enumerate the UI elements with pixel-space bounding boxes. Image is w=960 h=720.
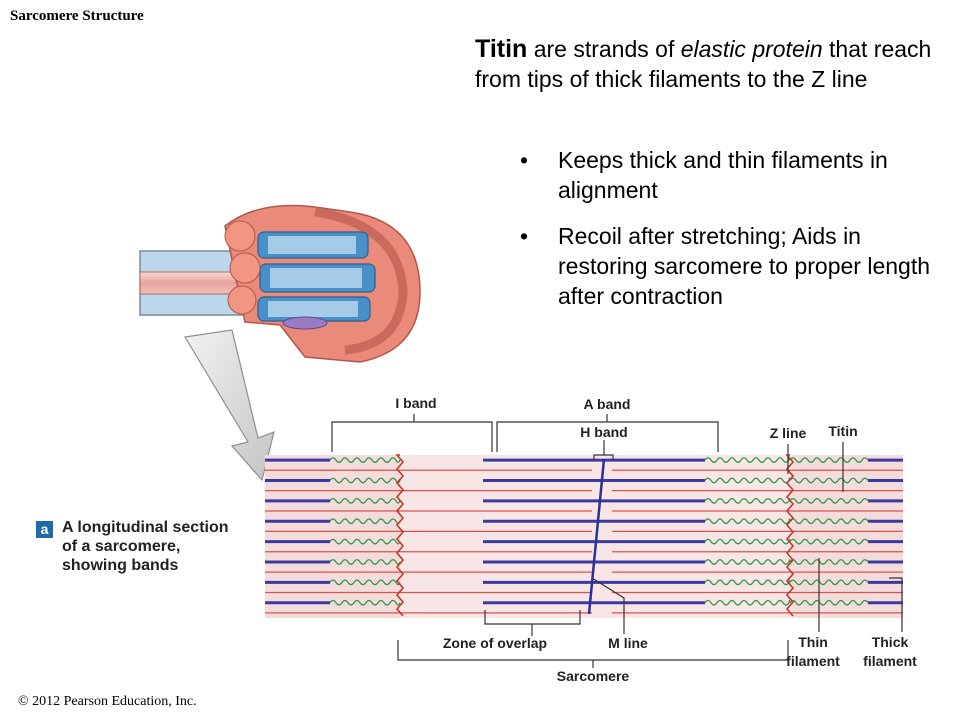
caption-text: A longitudinal section of a sarcomere, s… bbox=[62, 519, 229, 574]
intro-term: Titin bbox=[475, 35, 528, 63]
label-thin-filament-line2: filament bbox=[786, 653, 840, 669]
caption-tag: a bbox=[36, 521, 53, 538]
bracket-lines bbox=[331, 414, 903, 668]
sarcomere-section bbox=[265, 454, 903, 618]
titin-strand bbox=[789, 518, 869, 525]
muscle-fiber-illustration bbox=[139, 204, 421, 363]
label-i-band: I band bbox=[395, 395, 436, 411]
m-line-leader bbox=[591, 577, 625, 634]
titin-strand bbox=[789, 579, 869, 586]
titin-strand bbox=[789, 477, 869, 484]
label-a-band: A band bbox=[584, 396, 631, 412]
label-thick-filament-line1: Thick bbox=[872, 634, 909, 650]
titin-strand bbox=[704, 579, 791, 586]
label-titin: Titin bbox=[828, 423, 857, 439]
label-thick-filament-line2: filament bbox=[863, 653, 917, 669]
z-line bbox=[395, 454, 405, 617]
titin-strand bbox=[329, 498, 401, 504]
intro-text-2: that reach from tips of thick filaments … bbox=[475, 36, 932, 92]
titin-strand bbox=[789, 538, 869, 545]
intro-paragraph: Titin are strands of elastic protein tha… bbox=[475, 34, 945, 94]
label-zone-of-overlap: Zone of overlap bbox=[443, 635, 547, 651]
titin-strand bbox=[789, 457, 869, 463]
z-line bbox=[785, 454, 795, 617]
intro-emphasis: elastic protein bbox=[680, 36, 823, 62]
titin-strand bbox=[704, 497, 791, 504]
titin-strand bbox=[789, 498, 869, 504]
titin-strand bbox=[704, 599, 791, 606]
titin-strand bbox=[329, 538, 401, 545]
label-thin-filament-line1: Thin bbox=[798, 634, 828, 650]
bullet-text: Keeps thick and thin filaments in alignm… bbox=[558, 147, 888, 203]
titin-strand bbox=[704, 538, 791, 545]
m-line bbox=[587, 458, 606, 615]
intro-text-1: are strands of bbox=[527, 36, 681, 62]
titin-strand bbox=[329, 477, 401, 484]
label-m-line: M line bbox=[608, 635, 648, 651]
label-sarcomere: Sarcomere bbox=[557, 668, 630, 684]
bullet-dot: • bbox=[520, 147, 529, 173]
thick-filament-leader bbox=[889, 577, 903, 632]
copyright: © 2012 Pearson Education, Inc. bbox=[18, 694, 197, 709]
titin-strand bbox=[329, 518, 401, 525]
bullet-item: • Keeps thick and thin filaments in align… bbox=[520, 145, 950, 205]
zoom-arrow bbox=[184, 329, 275, 482]
bullet-text: Recoil after stretching; Aids in restori… bbox=[558, 223, 931, 309]
label-z-line: Z line bbox=[770, 425, 807, 441]
titin-strand bbox=[704, 518, 791, 525]
titin-strand bbox=[329, 579, 401, 586]
titin-strand bbox=[329, 599, 401, 606]
titin-strand bbox=[329, 457, 401, 463]
titin-strand bbox=[329, 559, 401, 565]
titin-strand bbox=[789, 559, 869, 565]
titin-strand bbox=[789, 599, 869, 606]
label-h-band: H band bbox=[580, 424, 627, 440]
slide-title: Sarcomere Structure bbox=[10, 8, 144, 24]
titin-strand bbox=[704, 457, 791, 463]
bullet-item: • Recoil after stretching; Aids in restor… bbox=[520, 221, 950, 311]
bullet-list: • Keeps thick and thin filaments in align… bbox=[520, 145, 950, 327]
i-band-bracket bbox=[331, 421, 493, 452]
titin-strand bbox=[704, 477, 791, 484]
bullet-dot: • bbox=[520, 223, 529, 249]
titin-strand bbox=[704, 559, 791, 565]
